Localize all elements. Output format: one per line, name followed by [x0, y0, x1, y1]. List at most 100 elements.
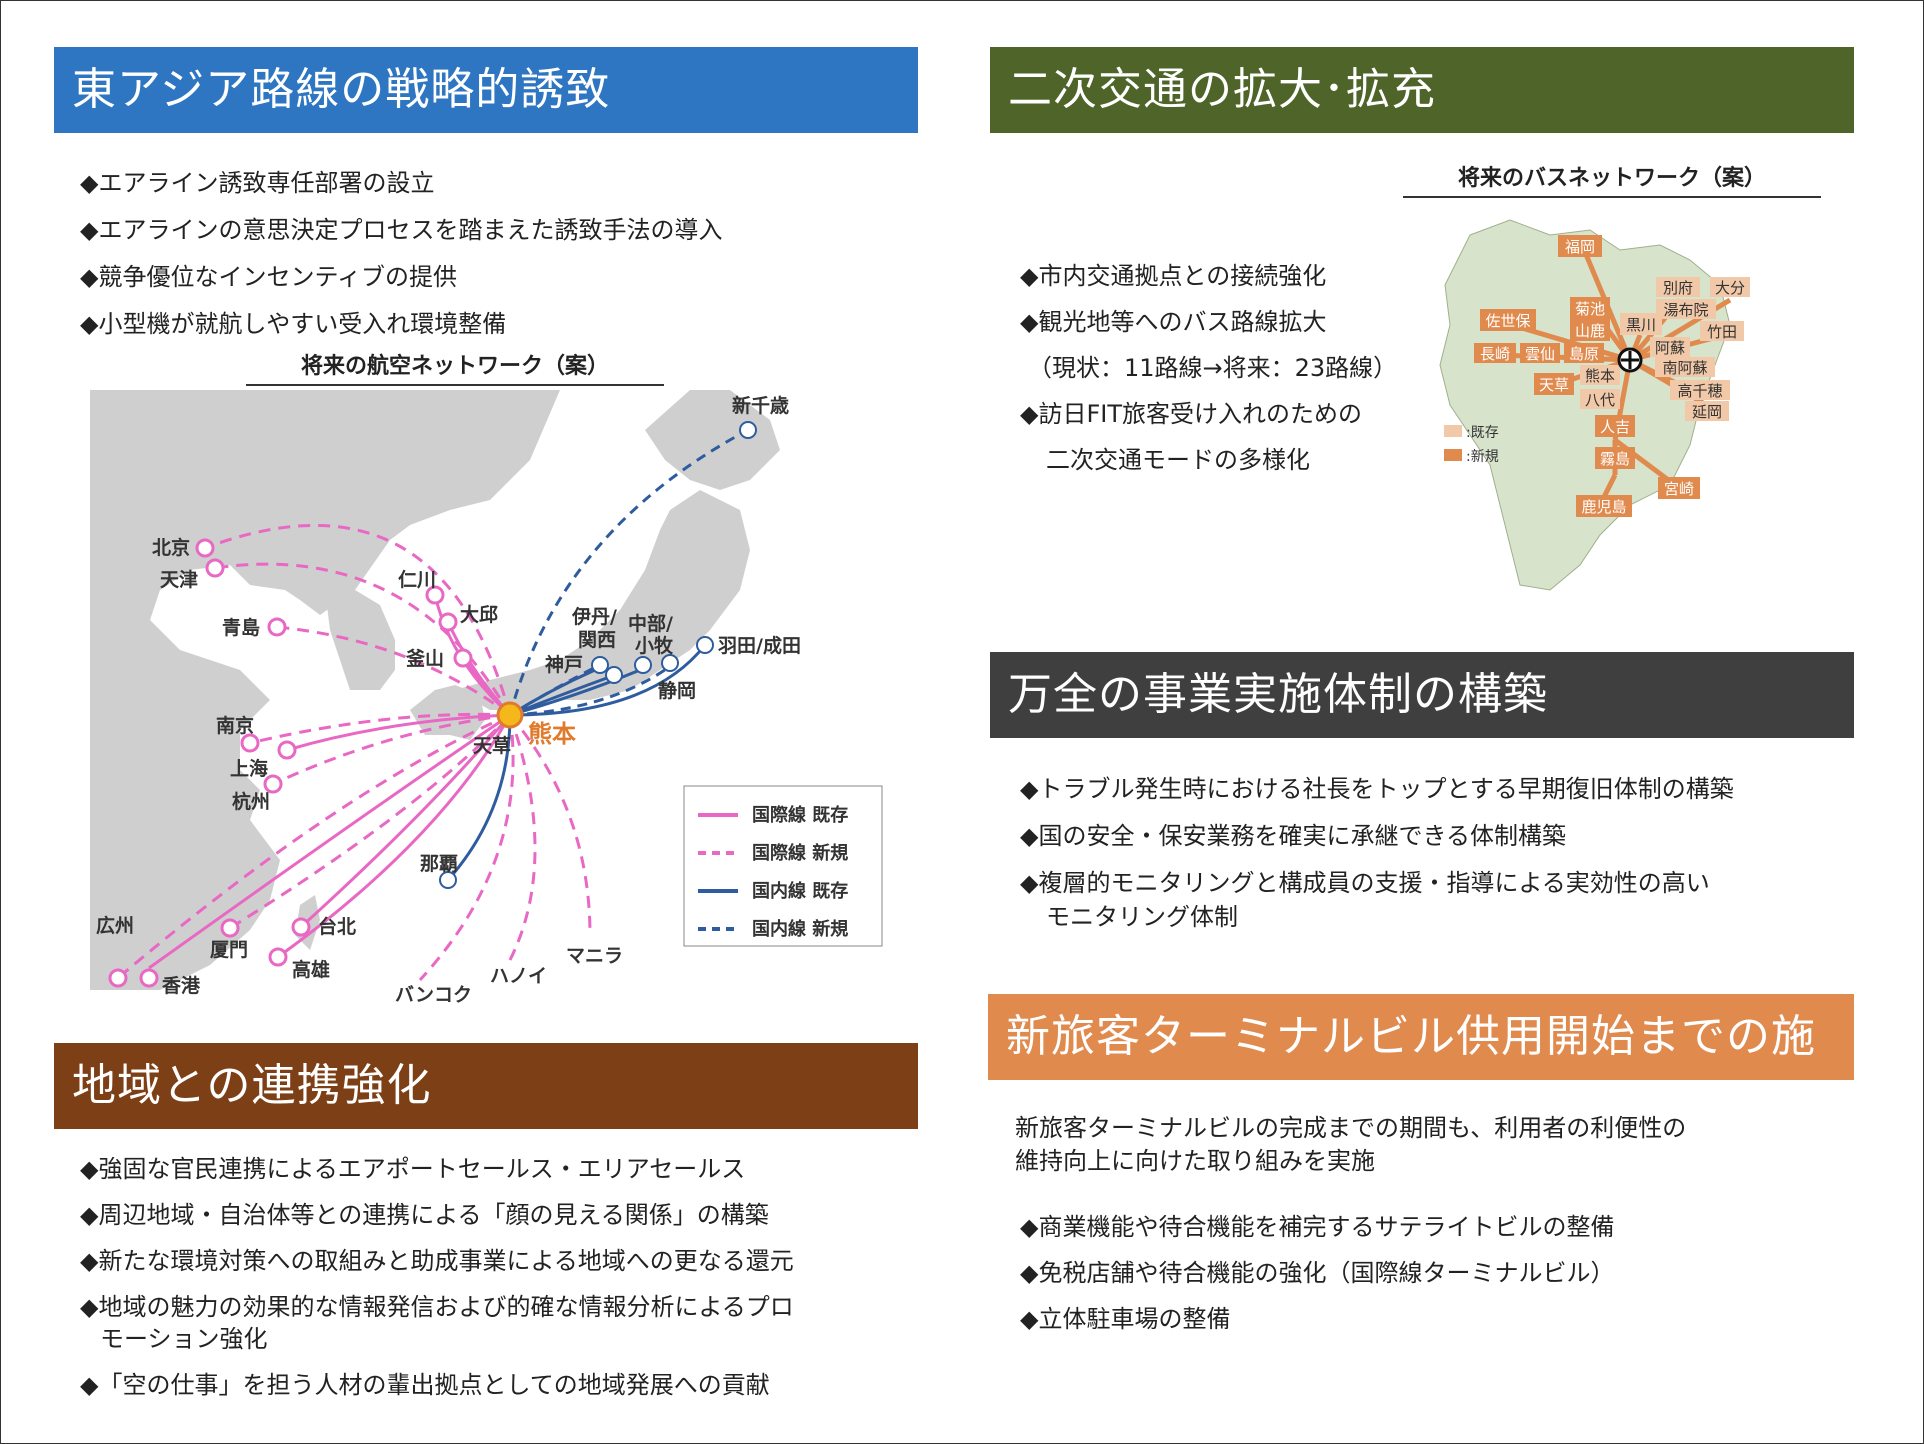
bus-stop-box-unzen [1520, 343, 1560, 363]
legend-label-dom-new: 国内線 新規 [752, 918, 848, 940]
city-marker-kobe [591, 656, 609, 674]
city-label-tianjin: 天津 [160, 568, 198, 591]
bus-stop-nobeoka: 延岡 [1692, 403, 1722, 421]
bullet-item-note: （現状：11路線→将来：23路線） [1028, 354, 1398, 382]
air-map-legend: 国際線 既存 国際線 新規 国内線 既存 国内線 新規 [683, 785, 883, 947]
city-marker-incheon [425, 585, 445, 605]
section-header-secondary: 二次交通の拡大･拡充 [990, 47, 1854, 133]
bus-network-map: 福岡 菊池 山鹿 黒川 別府 大分 湯布院 竹田 阿蘇 南阿蘇 高千穂 延岡 佐… [1439, 219, 1750, 591]
city-marker-kansai [605, 666, 623, 684]
bus-legend-swatch-new [1444, 449, 1462, 461]
city-marker-nanjing [240, 733, 260, 753]
city-marker-taipei [291, 917, 311, 937]
city-marker-guangzhou [108, 968, 128, 988]
section-header-safety: 万全の事業実施体制の構築 [990, 652, 1854, 738]
bullet-item: ◆地域の魅力の効果的な情報発信および的確な情報分析によるプロ [80, 1293, 794, 1321]
section-title-safety: 万全の事業実施体制の構築 [1008, 669, 1548, 720]
bus-stop-box-minamiaso [1655, 357, 1715, 377]
bus-stop-box-aso [1650, 337, 1690, 357]
bus-stop-box-yufuin [1656, 299, 1716, 319]
map-land-korea [325, 590, 395, 690]
route-dom-existing-naha [446, 714, 512, 881]
city-label-itami-2: 関西 [578, 629, 616, 651]
city-marker-shanghai [277, 740, 297, 760]
bullet-item: ◆「空の仕事」を担う人材の輩出拠点としての地域発展への貢献 [80, 1371, 770, 1399]
section-title-east-asia: 東アジア路線の戦略的誘致 [72, 64, 611, 115]
route-intl-new-hanoi [508, 714, 537, 961]
section-header-east-asia: 東アジア路線の戦略的誘致 [54, 47, 918, 133]
city-marker-xiamen [220, 918, 240, 938]
bus-stop-amakusa: 天草 [1539, 376, 1569, 394]
hub-marker-kumamoto [496, 701, 524, 729]
bus-stop-box-kikuchi [1570, 297, 1610, 319]
bus-stop-box-takachiho [1670, 380, 1730, 400]
air-map-title: 将来の航空ネットワーク（案） [246, 348, 664, 386]
bus-stop-fukuoka: 福岡 [1565, 238, 1595, 256]
safety-bullets: ◆トラブル発生時における社長をトップとする早期復旧体制の構築 ◆国の安全・保安業… [1020, 772, 1734, 934]
city-marker-busan [453, 648, 473, 668]
bus-stop-beppu: 別府 [1663, 279, 1693, 297]
terminal-bullets: ◆商業機能や待合機能を補完するサテライトビルの整備 ◆免税店舗や待合機能の強化（… [1020, 1204, 1614, 1342]
city-label-chubu-2: 小牧 [635, 634, 674, 657]
route-dom-new-kobe [509, 663, 601, 717]
city-label-nanjing: 南京 [216, 714, 254, 737]
route-dom-new-shizuoka [509, 663, 673, 717]
route-intl-existing-shanghai [286, 713, 511, 752]
city-marker-shin-chitose [739, 421, 757, 439]
bullet-item: ◆国の安全・保安業務を確実に承継できる体制構築 [1020, 822, 1566, 850]
city-marker-beijing [195, 538, 215, 558]
city-label-daegu: 大邱 [460, 603, 498, 626]
bus-stop-box-beppu [1656, 277, 1700, 297]
route-intl-new-hangzhou [272, 713, 511, 786]
city-label-shanghai: 上海 [230, 757, 268, 780]
bullet-item: ◆免税店舗や待合機能の強化（国際線ターミナルビル） [1020, 1259, 1615, 1287]
city-marker-naha [439, 871, 457, 889]
air-network-map: 新千歳 北京 天津 青島 仁川 大邱 釜山 伊丹/ 関西 神戸 中部/ 小牧 静… [90, 390, 883, 1005]
bus-legend-new: :新規 [1466, 449, 1499, 465]
city-label-manila: マニラ [566, 945, 623, 967]
bullet-item-continued: 二次交通モードの多様化 [1046, 446, 1310, 474]
bullet-item: ◆市内交通拠点との接続強化 [1020, 262, 1327, 290]
bullet-item: ◆複層的モニタリングと構成員の支援・指導による実効性の高い [1020, 869, 1710, 897]
city-marker-kaohsiung [268, 947, 288, 967]
bus-stop-box-nagasaki [1474, 343, 1516, 363]
bullet-item: ◆強固な官民連携によるエアポートセールス・エリアセールス [80, 1155, 746, 1183]
terminal-intro-line: 維持向上に向けた取り組みを実施 [1015, 1147, 1375, 1175]
city-label-hangzhou: 杭州 [232, 790, 270, 813]
bullet-item-continued: モーション強化 [100, 1325, 268, 1353]
city-label-incheon: 仁川 [398, 568, 436, 591]
route-dom-existing-haneda [509, 644, 707, 717]
bus-stop-box-kirishima [1595, 447, 1635, 469]
bullet-item: ◆訪日FIT旅客受け入れのための [1020, 400, 1362, 428]
section-header-terminal: 新旅客ターミナルビル供用開始までの施策 [988, 994, 1854, 1148]
city-label-taipei: 台北 [318, 915, 356, 938]
map-land-hokkaido [645, 390, 780, 490]
bullet-item: ◆エアライン誘致専任部署の設立 [80, 169, 435, 197]
city-marker-daegu [438, 612, 458, 632]
bus-stop-box-miyazaki [1658, 477, 1700, 499]
city-marker-qingdao [267, 617, 287, 637]
city-marker-tianjin [205, 558, 225, 578]
bus-stop-takachiho: 高千穂 [1677, 382, 1722, 400]
bus-stop-box-oita [1710, 277, 1750, 297]
airport-icon [1617, 347, 1643, 373]
bus-stop-box-amakusa [1534, 373, 1574, 395]
bus-legend-existing: :既存 [1466, 425, 1499, 441]
bus-stop-unzen: 雲仙 [1525, 345, 1555, 363]
bus-stop-oita: 大分 [1715, 279, 1745, 297]
legend-label-dom-existing: 国内線 既存 [752, 880, 848, 902]
city-label-guangzhou: 広州 [96, 914, 134, 937]
bus-stop-box-sasebo [1480, 309, 1536, 331]
section-title-regional: 地域との連携強化 [72, 1060, 432, 1111]
regional-bullets: ◆強固な官民連携によるエアポートセールス・エリアセールス ◆周辺地域・自治体等と… [80, 1153, 794, 1401]
city-marker-haneda [696, 636, 714, 654]
bus-stop-nagasaki: 長崎 [1480, 345, 1510, 363]
legend-label-intl-existing: 国際線 既存 [752, 804, 848, 826]
bullet-item: ◆商業機能や待合機能を補完するサテライトビルの整備 [1020, 1213, 1615, 1241]
bus-stop-box-fukuoka [1558, 235, 1602, 257]
city-label-kobe: 神戸 [545, 653, 583, 676]
bullet-item: ◆トラブル発生時における社長をトップとする早期復旧体制の構築 [1020, 775, 1734, 803]
bus-stop-box-kagoshima [1576, 495, 1632, 517]
bullet-item: ◆観光地等へのバス路線拡大 [1020, 308, 1327, 336]
city-label-xiamen: 厦門 [210, 939, 248, 961]
